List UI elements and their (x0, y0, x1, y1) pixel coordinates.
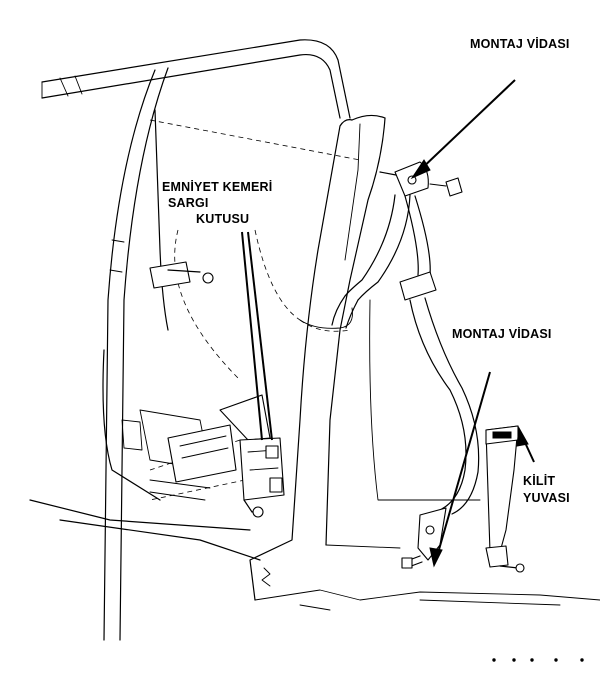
b-pillar (249, 114, 600, 611)
label-retractor-line3: KUTUSU (196, 212, 250, 226)
label-mount-bolt-lower: MONTAJ VİDASI (452, 327, 552, 341)
buckle-assembly (485, 425, 525, 573)
label-retractor-line1: EMNİYET KEMERİ (162, 180, 273, 194)
label-mount-bolt-top: MONTAJ VİDASI (470, 37, 570, 51)
lower-anchor (401, 507, 447, 569)
belt-webbing (331, 194, 480, 515)
door-frame (29, 39, 351, 641)
retractor-assembly (149, 261, 285, 518)
label-buckle-line2: YUVASI (523, 491, 570, 505)
label-retractor-line2: SARGI (168, 196, 209, 210)
bottom-marks (492, 658, 584, 662)
label-buckle-line1: KİLİT (523, 474, 556, 488)
leader-lines (241, 79, 535, 568)
